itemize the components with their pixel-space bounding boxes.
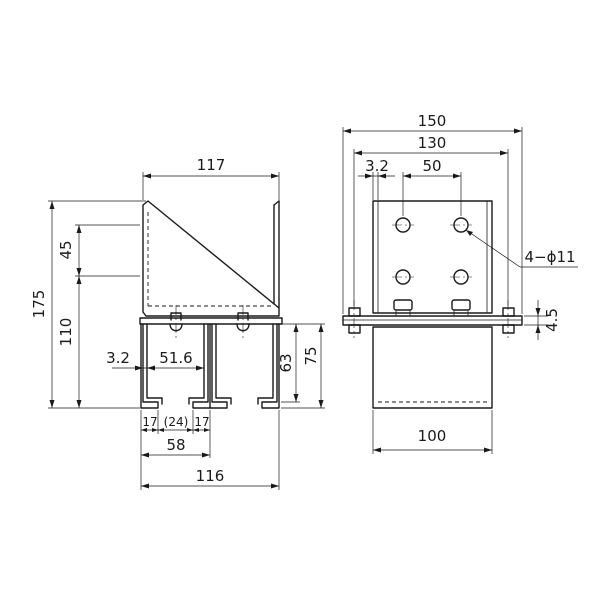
dim-150: 150: [418, 112, 447, 130]
gusset-outline: [142, 200, 280, 317]
dim-17-left: 17: [142, 415, 157, 429]
top-plate: [139, 317, 283, 325]
left-channel: [140, 323, 211, 409]
dim-51-6: 51.6: [159, 349, 192, 367]
dim-4-5: 4.5: [543, 308, 561, 332]
dim-3-2-side: 3.2: [106, 349, 130, 367]
dim-17-right: 17: [194, 415, 209, 429]
dim-45: 45: [57, 240, 75, 259]
channel-body: [372, 326, 493, 409]
dim-130: 130: [418, 134, 447, 152]
hole-callout: 4−ϕ11: [524, 248, 575, 266]
back-plate: [372, 200, 493, 314]
dim-24: (24): [164, 415, 189, 429]
top-flange-plate: [342, 315, 523, 326]
front-view: 150 130 3.2 50 4−ϕ11 4.5: [342, 112, 578, 454]
dim-58: 58: [166, 436, 185, 454]
bolt-head: [451, 299, 471, 311]
dim-3-2-front: 3.2: [365, 157, 389, 175]
nut: [348, 324, 361, 334]
gusset-edge: [273, 200, 280, 206]
dim-100: 100: [418, 427, 447, 445]
side-view: 117 175 110 45 63 75: [30, 156, 325, 490]
dim-50: 50: [422, 157, 441, 175]
right-channel: [209, 323, 280, 409]
dim-63: 63: [277, 353, 295, 372]
dim-116: 116: [196, 467, 225, 485]
dim-75: 75: [302, 346, 320, 365]
dim-175: 175: [30, 290, 48, 319]
bolt-head: [348, 307, 361, 317]
nut: [502, 324, 515, 334]
dim-110: 110: [57, 318, 75, 347]
bolt-head: [502, 307, 515, 317]
bolt-head: [393, 299, 413, 311]
dim-117: 117: [197, 156, 226, 174]
